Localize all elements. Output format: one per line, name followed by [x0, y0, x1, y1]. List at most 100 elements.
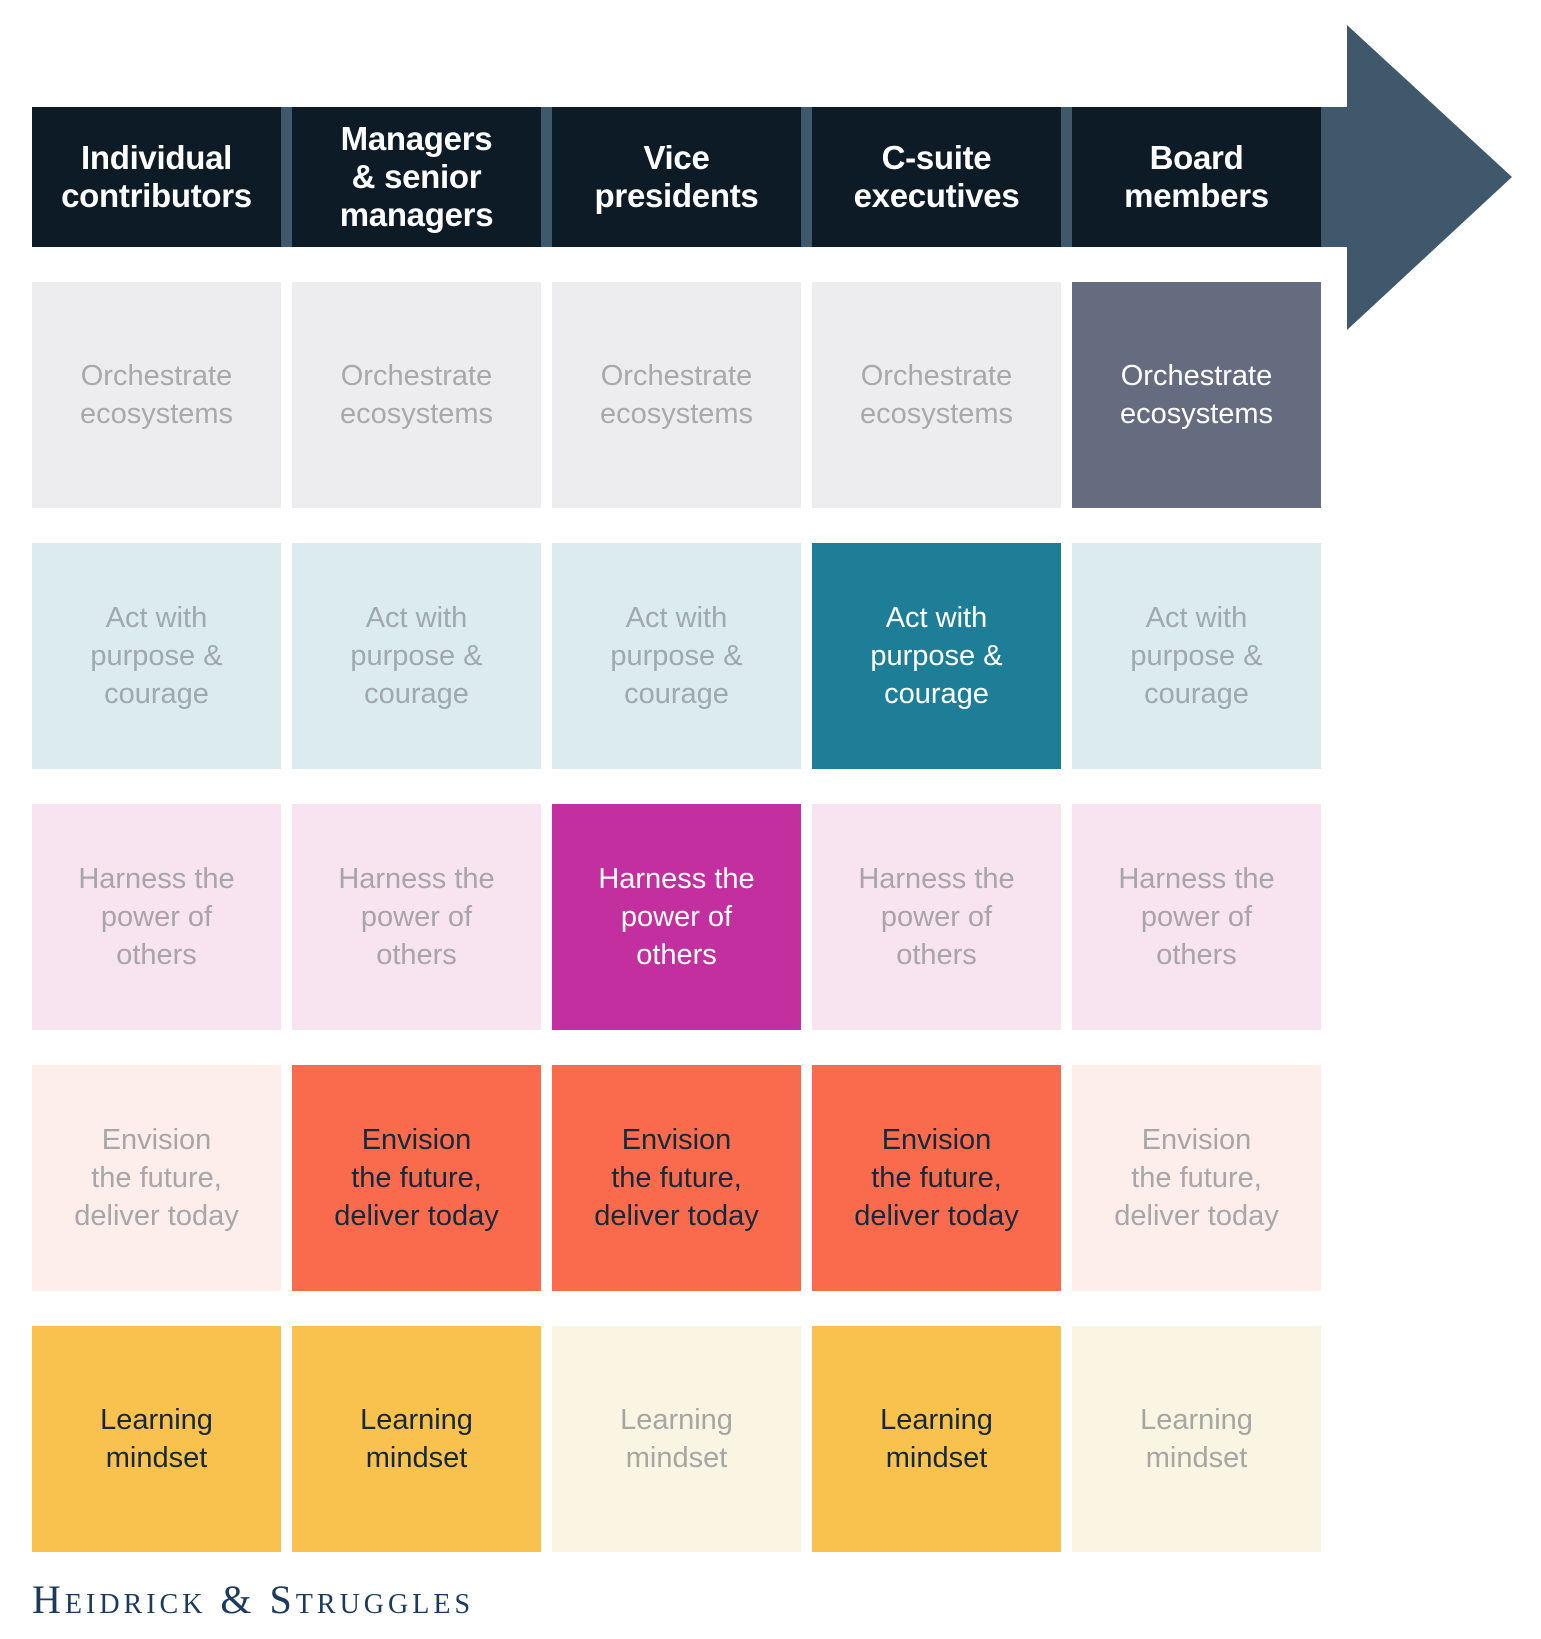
cell-label-line: managers	[339, 196, 494, 233]
cell-label-line: courage	[1144, 678, 1249, 710]
cell-label: Orchestrate ecosystems	[600, 357, 753, 433]
cell-label-line: purpose &	[870, 640, 1003, 672]
cell-label-line: others	[1156, 939, 1237, 971]
cell-label-line: power of	[1140, 901, 1253, 933]
cell-label-line: the future,	[871, 1162, 1002, 1194]
cell-label-line: deliver today	[1114, 1200, 1279, 1232]
cell-label-line: purpose &	[350, 640, 483, 672]
cell-label-line: ecosystems	[859, 398, 1014, 430]
cell-label-line: C-suite	[881, 139, 992, 176]
cell-label-line: mindset	[1145, 1442, 1248, 1474]
cell-label: Harness the power of others	[1118, 860, 1274, 974]
cell-label-line: mindset	[105, 1442, 208, 1474]
cell-label-line: Act with	[105, 602, 208, 634]
cell-orchestrate-ecosystems--individual-contributors: Orchestrate ecosystems	[32, 282, 281, 508]
cell-label-line: deliver today	[854, 1200, 1019, 1232]
cell-envision-future-deliver-today--board-members: Envision the future, deliver today	[1072, 1065, 1321, 1291]
brand-logo: Heidrick & Struggles	[32, 1577, 475, 1622]
cell-label-line: others	[896, 939, 977, 971]
cell-label-line: Orchestrate	[340, 360, 493, 392]
cell-label: Orchestrate ecosystems	[860, 357, 1013, 433]
cell-label-line: Learning	[620, 1404, 733, 1436]
cell-label-line: Orchestrate	[80, 360, 233, 392]
cell-label-line: the future,	[351, 1162, 482, 1194]
cell-label-line: ecosystems	[79, 398, 234, 430]
cell-label-line: the future,	[611, 1162, 742, 1194]
cell-label-line: others	[376, 939, 457, 971]
cell-label-line: Envision	[881, 1124, 992, 1156]
cell-label-line: Act with	[885, 602, 988, 634]
cell-harness-power-of-others--board-members: Harness the power of others	[1072, 804, 1321, 1030]
cell-label: Orchestrate ecosystems	[340, 357, 493, 433]
cell-learning-mindset--vice-presidents: Learning mindset	[552, 1326, 801, 1552]
cell-label-line: Individual	[80, 139, 232, 176]
cell-label-line: Envision	[621, 1124, 732, 1156]
cell-label: Envision the future, deliver today	[1114, 1121, 1278, 1235]
cell-orchestrate-ecosystems--c-suite-executives: Orchestrate ecosystems	[812, 282, 1061, 508]
cell-label-line: ecosystems	[599, 398, 754, 430]
cell-label-line: ecosystems	[1119, 398, 1274, 430]
cell-label-line: mindset	[625, 1442, 728, 1474]
cell-label-line: Harness the	[1118, 863, 1275, 895]
cell-label-line: ecosystems	[339, 398, 494, 430]
cell-label-line: Harness the	[338, 863, 495, 895]
cell-label-line: Envision	[101, 1124, 212, 1156]
cell-label: Envision the future, deliver today	[594, 1121, 758, 1235]
cell-label-line: power of	[360, 901, 473, 933]
cell-label-line: courage	[104, 678, 209, 710]
cell-label-line: courage	[364, 678, 469, 710]
cell-label-line: contributors	[61, 177, 252, 214]
cell-label-line: Harness the	[78, 863, 235, 895]
cell-label-line: courage	[884, 678, 989, 710]
cell-label: Envision the future, deliver today	[854, 1121, 1018, 1235]
cell-label-line: Orchestrate	[600, 360, 753, 392]
cell-harness-power-of-others--managers-senior-managers: Harness the power of others	[292, 804, 541, 1030]
cell-label-line: Envision	[361, 1124, 472, 1156]
cell-label-line: purpose &	[610, 640, 743, 672]
cell-label-line: Board	[1149, 139, 1244, 176]
cell-label-line: & senior	[351, 158, 482, 195]
cell-label-line: deliver today	[74, 1200, 239, 1232]
cell-label-line: others	[116, 939, 197, 971]
cell-label-line: presidents	[594, 177, 759, 214]
right-arrow-icon	[1347, 25, 1512, 330]
cell-label-line: the future,	[1131, 1162, 1262, 1194]
cell-label: Act with purpose & courage	[870, 599, 1002, 713]
cell-label-line: Envision	[1141, 1124, 1252, 1156]
cell-label-line: purpose &	[1130, 640, 1263, 672]
cell-label-line: Harness the	[598, 863, 755, 895]
cell-label-line: Act with	[1145, 602, 1248, 634]
cell-orchestrate-ecosystems--vice-presidents: Orchestrate ecosystems	[552, 282, 801, 508]
cell-label: Orchestrate ecosystems	[80, 357, 233, 433]
cell-label-line: deliver today	[594, 1200, 759, 1232]
cell-label-line: Managers	[340, 120, 493, 157]
cell-label-line: Orchestrate	[860, 360, 1013, 392]
